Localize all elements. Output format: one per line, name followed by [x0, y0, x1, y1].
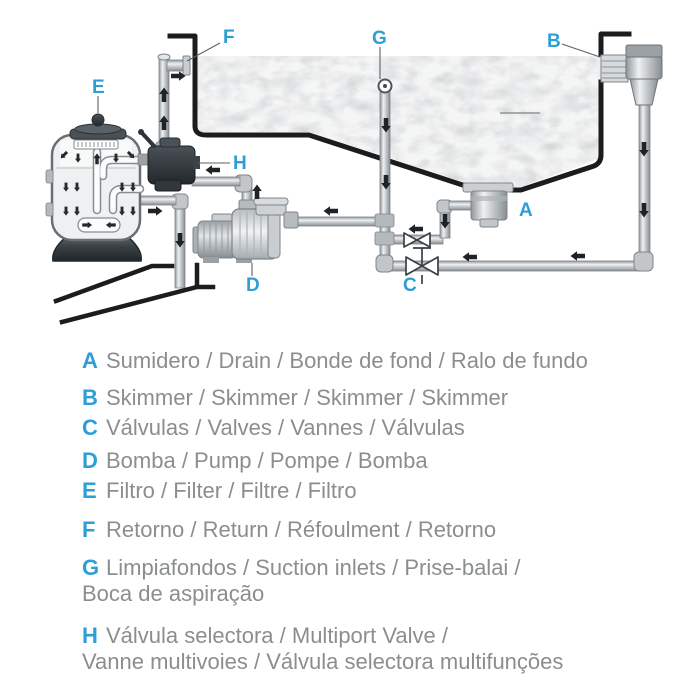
- label-c: C: [403, 275, 417, 296]
- valve-handle: [140, 131, 156, 148]
- legend-letter: A: [82, 348, 98, 373]
- skimmer-lid: [625, 44, 663, 58]
- waste-chute: [53, 262, 216, 325]
- legend-item-drain: A Sumidero / Drain / Bonde de fond / Ralo…: [82, 348, 588, 374]
- multiport-valve: [138, 129, 200, 192]
- label-e: E: [92, 77, 105, 98]
- lateral-manifold: [77, 217, 121, 233]
- drain-stub-pipe: [448, 200, 474, 211]
- filter-lid-knob: [91, 113, 105, 127]
- pump-front-ring: [267, 211, 281, 259]
- pump-foot: [203, 257, 219, 263]
- skimmer: [600, 44, 663, 106]
- label-h: H: [233, 153, 247, 174]
- legend-letter: D: [82, 448, 98, 473]
- valve-skimmer-line: [405, 247, 439, 284]
- legend-item-valves: C Válvulas / Valves / Vannes / Válvulas: [82, 415, 465, 441]
- pool-circuit-diagram: A B C D E F G H: [45, 27, 663, 325]
- pump-foot: [236, 257, 252, 263]
- filter-port: [137, 153, 150, 166]
- legend-text: Skimmer / Skimmer / Skimmer / Skimmer: [106, 385, 509, 410]
- label-g: G: [372, 28, 387, 49]
- legend-item-multiport-valve: H Válvula selectora / Multiport Valve /Va…: [82, 623, 563, 675]
- legend-item-return: F Retorno / Return / Réfoulment / Retorno: [82, 517, 496, 543]
- legend-letter: G: [82, 555, 100, 580]
- legend-text: Válvulas / Valves / Vannes / Válvulas: [106, 415, 465, 440]
- legend-text: Bomba / Pump / Pompe / Bomba: [106, 448, 428, 473]
- label-b: B: [547, 31, 561, 52]
- deck-edge-right: [598, 31, 632, 57]
- legend-text-line2: Boca de aspiração: [82, 581, 265, 606]
- filter-waste-pipe: [139, 195, 177, 206]
- diffuser: [73, 139, 119, 150]
- return-line: [155, 53, 191, 150]
- label-d: D: [246, 275, 260, 296]
- leader-lines: [97, 42, 601, 276]
- label-a: A: [519, 200, 533, 221]
- pump-suction-pipe: [295, 216, 379, 227]
- skimmer-down-pipe: [638, 104, 651, 258]
- filter-base: [52, 236, 142, 262]
- tee-fitting: [374, 213, 395, 228]
- tee-fitting: [374, 231, 395, 246]
- pool-wall: [167, 31, 632, 193]
- legend-text-line2: Vanne multivoies / Válvula selectora mul…: [82, 649, 564, 674]
- legend-text: Válvula selectora / Multiport Valve /: [106, 623, 448, 648]
- legend-text: Filtro / Filter / Filtre / Filtro: [106, 478, 357, 503]
- legend-text: Sumidero / Drain / Bonde de fond / Ralo …: [106, 348, 588, 373]
- legend-item-filter: E Filtro / Filter / Filtre / Filtro: [82, 478, 357, 504]
- legend-item-pump: D Bomba / Pump / Pompe / Bomba: [82, 448, 428, 474]
- pool-water: [197, 56, 601, 187]
- legend-text: Limpiafondos / Suction inlets / Prise-ba…: [106, 555, 521, 580]
- pipe-elbow: [375, 254, 394, 273]
- legend-letter: C: [82, 415, 98, 440]
- legend-text: Retorno / Return / Réfoulment / Retorno: [106, 517, 497, 542]
- return-wall-fitting: [182, 55, 191, 76]
- inlet-union: [283, 211, 299, 229]
- clamp-tab: [45, 169, 54, 184]
- valve-to-pump-pipe: [191, 176, 241, 187]
- label-f: F: [223, 27, 235, 48]
- clamp-tab: [45, 202, 54, 217]
- valve-drain-line: [403, 232, 431, 248]
- main-drain: [462, 182, 514, 228]
- legend-item-skimmer: B Skimmer / Skimmer / Skimmer / Skimmer: [82, 385, 508, 411]
- union-nut: [238, 199, 257, 210]
- pipe-elbow: [633, 251, 654, 272]
- pump: [191, 174, 299, 263]
- pipework: [295, 104, 654, 273]
- legend-letter: E: [82, 478, 97, 503]
- valves: [403, 232, 439, 284]
- legend-letter: H: [82, 623, 98, 648]
- legend-letter: F: [82, 517, 96, 542]
- legend-letter: B: [82, 385, 98, 410]
